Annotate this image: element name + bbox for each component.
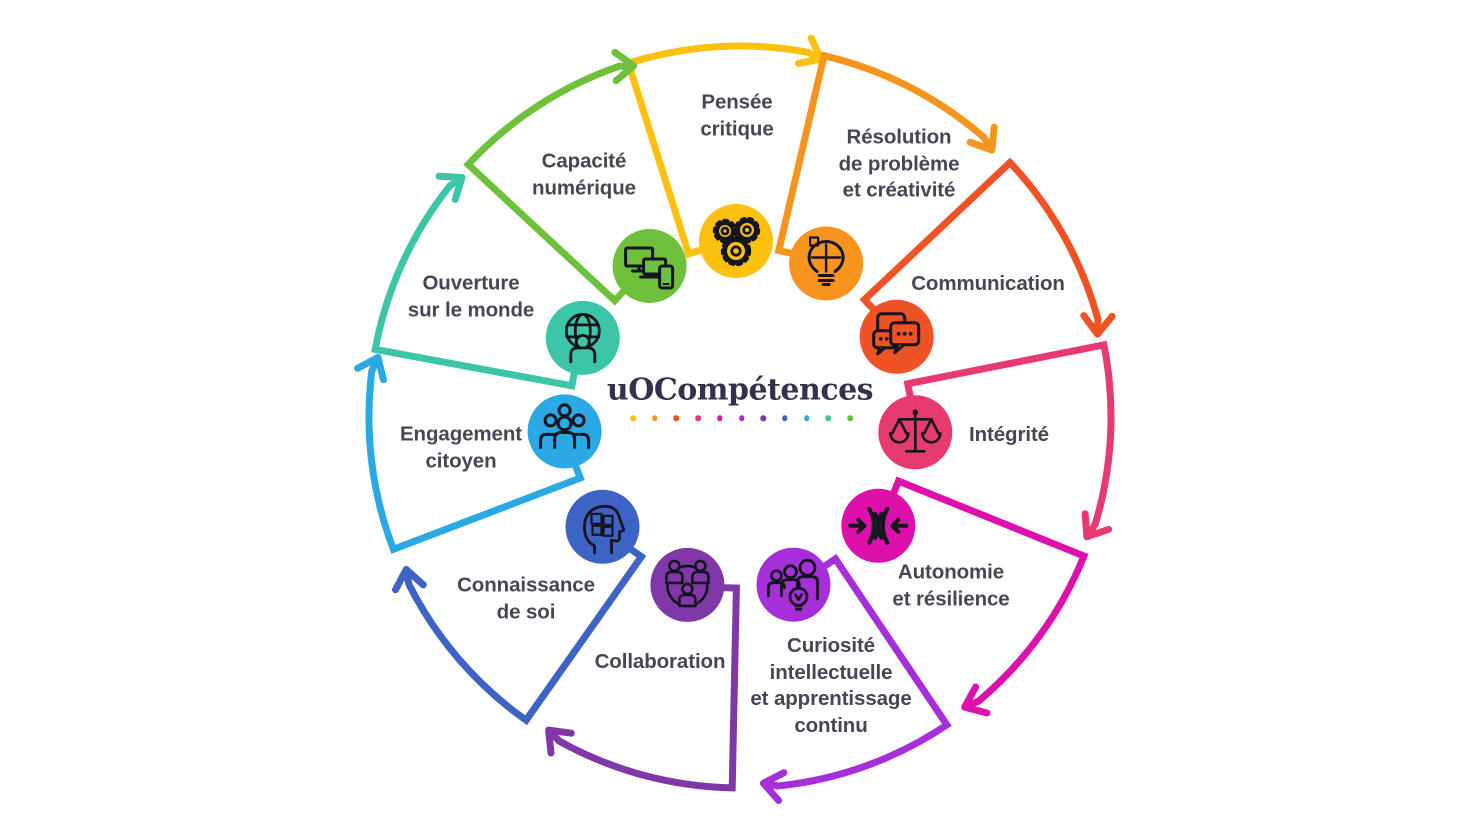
people-lightbulb-icon	[756, 547, 831, 622]
segment-label-pensee-critique: Pensée critique	[700, 90, 774, 141]
scales-icon	[878, 395, 953, 470]
icon-circle	[756, 547, 831, 622]
segment-label-engagement-citoyen: Engagement citoyen	[399, 422, 523, 473]
speech-bubbles-icon	[859, 299, 934, 374]
segment-arrow-integrite	[903, 340, 1115, 541]
segment-arrow-collaboration	[545, 584, 740, 792]
color-dot	[630, 415, 636, 421]
segment-arrow-engagement-citoyen	[354, 353, 585, 554]
segment-arrow-capacite-numerique	[463, 48, 638, 306]
segment-label-collaboration: Collaboration	[594, 649, 726, 673]
color-dot	[738, 415, 745, 421]
devices-icon	[612, 229, 687, 303]
segment-label-resolution-de-probleme-et-creativite: Résolution de problème et créativité	[838, 125, 960, 202]
segment-arrow-curiosite-intellectuelle	[759, 554, 952, 804]
people-group-icon	[527, 394, 602, 469]
segment-arrow-resolution-de-probleme-et-creativite	[774, 51, 998, 257]
globe-person-icon	[545, 300, 620, 375]
diagram-title: uOCompétences	[606, 372, 874, 408]
segment-arrow-communication	[859, 157, 1116, 338]
lightbulb-puzzle-icon	[789, 226, 864, 301]
segment-arrow-ouverture-sur-le-monde	[371, 172, 578, 390]
converging-arrows-icon	[841, 488, 916, 563]
segment-label-connaissance-de-soi: Connaissance de soi	[457, 573, 595, 624]
segment-label-curiosite-intellectuelle: Curiosité intellectuelle et apprentissag…	[750, 634, 912, 737]
color-dot	[717, 415, 723, 421]
color-dot	[673, 415, 680, 421]
segment-label-ouverture-sur-le-monde: Ouverture sur le monde	[407, 271, 535, 322]
color-dot	[782, 415, 788, 421]
color-dot	[825, 415, 832, 421]
color-dot	[847, 415, 853, 421]
color-dot	[651, 415, 658, 421]
segment-label-autonomie-et-resilience: Autonomie et résilience	[892, 560, 1010, 611]
gears-icon	[699, 204, 773, 278]
color-dot	[803, 415, 810, 421]
head-puzzle-icon	[565, 489, 640, 564]
segment-label-capacite-numerique: Capacité numérique	[532, 149, 636, 200]
segment-arrow-autonomie-et-resilience	[890, 476, 1089, 717]
color-dot	[760, 415, 766, 421]
segment-label-communication: Communication	[911, 271, 1065, 295]
people-network-icon	[650, 547, 725, 622]
segment-arrow-connaissance-de-soi	[392, 545, 647, 726]
color-dot	[695, 415, 701, 421]
segment-label-integrite: Intégrité	[969, 422, 1049, 446]
